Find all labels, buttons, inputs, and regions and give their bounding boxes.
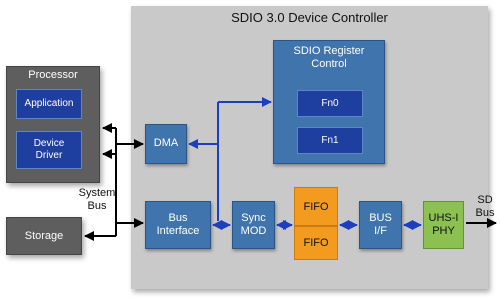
controller-title: SDIO 3.0 Device Controller [231,10,388,25]
device-driver-block: Device Driver [16,131,82,169]
storage-block: Storage [6,217,82,255]
fifo-bottom-block: FIFO [294,226,338,260]
register-control-title: SDIO Register Control [293,45,365,71]
application-block: Application [16,89,82,119]
uhs-phy-block: UHS-I PHY [423,201,464,249]
dma-block: DMA [145,124,187,164]
sync-mod-block: Sync MOD [232,201,275,249]
system-bus-label: System Bus [78,187,116,213]
processor-title: Processor [28,69,78,81]
system-bus-wires [84,123,497,241]
fifo-top-block: FIFO [294,187,338,226]
sd-bus-label: SD Bus [475,194,495,220]
fn1-block: Fn1 [297,127,363,154]
bus-interface-block: Bus Interface [145,201,211,249]
internal-wires [188,97,422,230]
bus-if-block: BUS I/F [359,201,402,249]
fn0-block: Fn0 [297,90,363,117]
